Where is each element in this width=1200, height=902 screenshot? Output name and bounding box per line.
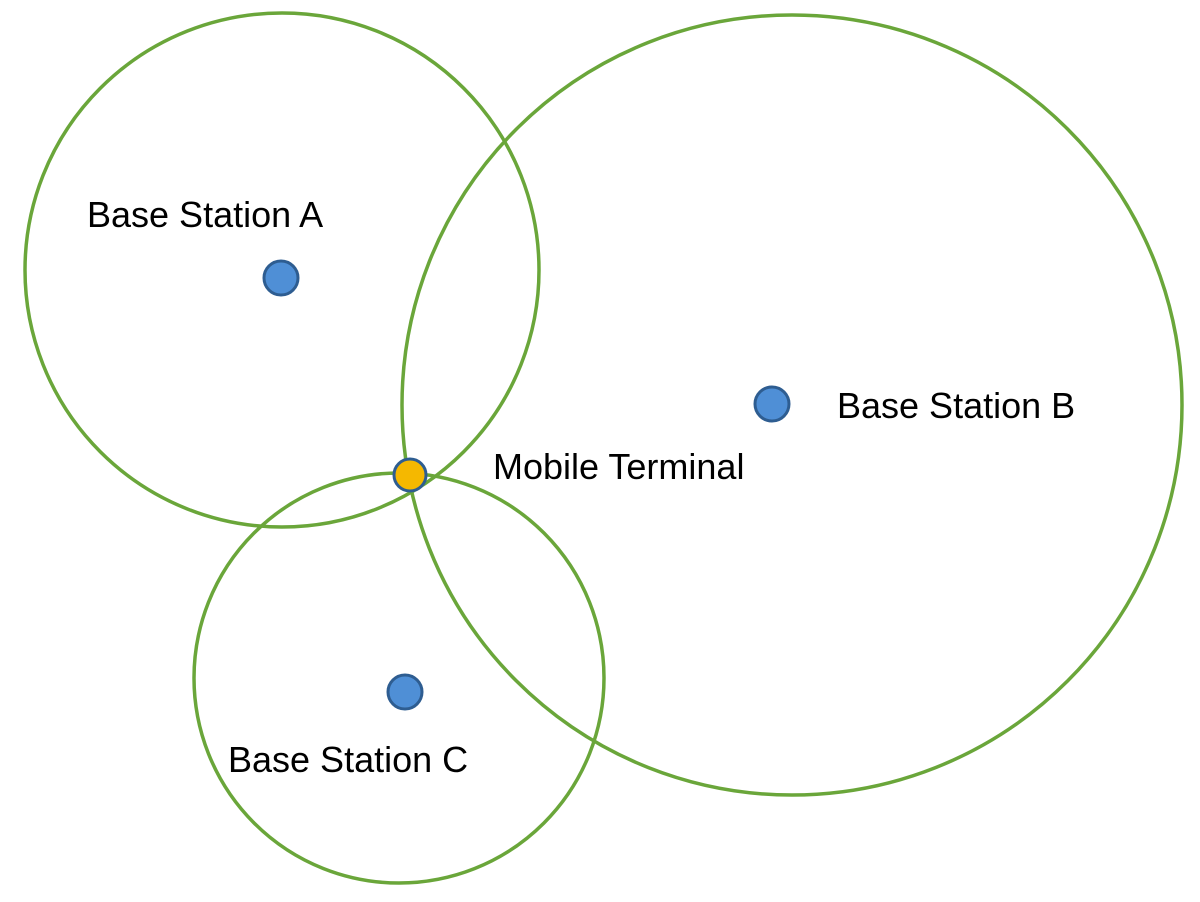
mobile-terminal-label: Mobile Terminal — [493, 446, 744, 487]
base-station-a-label: Base Station A — [87, 194, 323, 235]
base-station-c-label: Base Station C — [228, 739, 468, 780]
base-station-b-label: Base Station B — [837, 385, 1075, 426]
range-circle-a — [23, 11, 541, 529]
base-station-c-marker — [386, 673, 424, 711]
base-station-a-marker — [262, 259, 300, 297]
base-station-b-marker — [753, 385, 791, 423]
mobile-terminal-marker — [392, 457, 428, 493]
range-circle-b — [400, 13, 1184, 797]
